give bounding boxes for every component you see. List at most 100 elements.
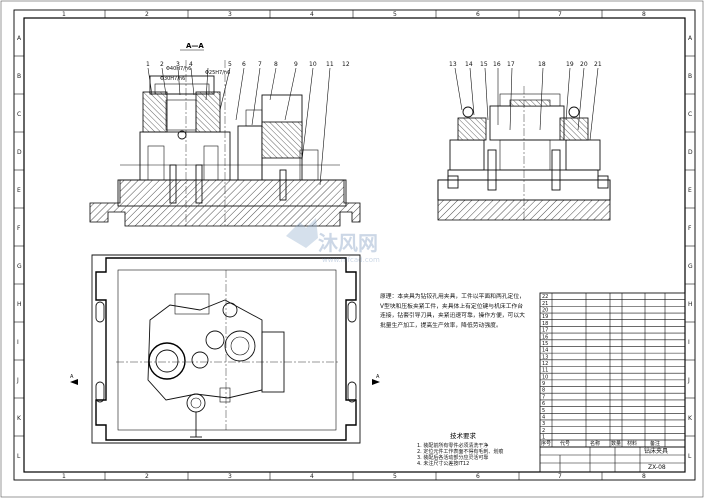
zone-side-label: I [17, 339, 19, 346]
zone-bottom-label: 4 [310, 473, 314, 480]
bom-row-number: 10 [542, 374, 548, 380]
frame-border [23, 17, 686, 473]
svg-text:A: A [376, 374, 380, 380]
zone-bottom-label: 8 [642, 473, 646, 480]
part-balloon: 3 [176, 61, 180, 68]
bom-row-number: 15 [542, 341, 548, 347]
side-view: 13 14 15 16 17 18 19 20 21 [437, 61, 611, 222]
bom-row-number: 11 [542, 368, 548, 374]
zone-side-label: H [688, 301, 693, 308]
part-balloon: 11 [326, 61, 334, 68]
zone-bottom-label: 5 [393, 473, 397, 480]
title-block: 钻床夹具 ZX-08 [539, 446, 686, 473]
zone-side-label: G [17, 263, 22, 270]
zone-side-label: L [688, 453, 692, 460]
zone-side-label: E [17, 187, 21, 194]
zone-side-label: A [688, 35, 693, 42]
part-balloon: 15 [480, 61, 488, 68]
tech-item: 3. 装配后各活动部分应灵活可靠 [417, 454, 488, 461]
bom-header-cell: 备注 [650, 440, 660, 447]
part-balloon: 19 [566, 61, 574, 68]
bom-row-number: 18 [542, 321, 548, 327]
bom-row-number: 1 [542, 435, 545, 441]
bom-header-cell: 材料 [627, 440, 637, 447]
zone-top-label: 4 [310, 11, 314, 18]
part-balloon: 5 [228, 61, 232, 68]
title-name: 钻床夹具 [644, 447, 668, 455]
zone-side-label: K [688, 415, 693, 422]
zone-ticks [14, 10, 695, 480]
tech-item: 4. 未注尺寸公差按IT12 [417, 460, 469, 467]
fit-tolerance: Φ40H7/h6 [166, 66, 191, 72]
bom-row-number: 5 [542, 408, 545, 414]
bom-row-number: 8 [542, 388, 545, 394]
zone-top-label: 5 [393, 11, 397, 18]
zone-top-label: 6 [476, 11, 480, 18]
principle-notes: 原理：本夹具为钻铰孔用夹具，工件以平面和两孔定位，V型块和压板夹紧工件，夹具体上… [380, 294, 525, 329]
tech-item: 1. 装配前所有零件必须清洗干净 [417, 442, 488, 449]
part-balloon: 17 [507, 61, 515, 68]
zone-labels-side: A B C D E F G H I J K L A B C D E F G H … [16, 35, 693, 460]
part-balloon: 16 [493, 61, 501, 68]
zone-top-label: 7 [558, 11, 562, 18]
part-balloon: 13 [449, 61, 457, 68]
zone-labels-top: 1 2 3 4 5 6 7 8 1 2 3 4 5 6 7 8 [62, 11, 646, 480]
zone-bottom-label: 6 [476, 473, 480, 480]
zone-side-label: C [17, 111, 21, 118]
zone-side-label: J [16, 377, 19, 384]
watermark: 沐风网 www.mfcad.com [286, 218, 380, 264]
plan-view: A A [70, 254, 380, 444]
tech-item: 2. 定位元件工作表面不得有毛刺、划痕 [417, 448, 503, 455]
zone-top-label: 1 [62, 11, 66, 18]
zone-top-label: 2 [145, 11, 149, 18]
zone-side-label: B [688, 73, 692, 80]
balloons-side: 13 14 15 16 17 18 19 20 21 [449, 61, 602, 68]
bom-header-cell: 序号 [541, 440, 551, 447]
bom-row-number: 13 [542, 354, 548, 360]
svg-text:A: A [70, 374, 74, 380]
bom-header-cell: 名称 [590, 440, 600, 447]
part-balloon: 12 [342, 61, 350, 68]
balloons-front: 1 2 3 4 5 6 7 8 9 10 11 12 [146, 61, 350, 68]
zone-side-label: I [688, 339, 690, 346]
inner-border [13, 9, 696, 481]
bom-row-number: 6 [542, 401, 545, 407]
zone-side-label: C [688, 111, 692, 118]
drawing-number: ZX-08 [648, 464, 666, 471]
bom-row-number: 21 [542, 301, 548, 307]
principle-notes-box: 原理：本夹具为钻铰孔用夹具，工件以平面和两孔定位，V型块和压板夹紧工件，夹具体上… [380, 294, 525, 329]
part-balloon: 9 [294, 61, 298, 68]
zone-side-label: K [17, 415, 22, 422]
part-balloon: 7 [258, 61, 262, 68]
bom-row-number: 2 [542, 428, 545, 434]
technical-requirements: 技术要求 1. 装配前所有零件必须清洗干净 2. 定位元件工作表面不得有毛刺、划… [417, 431, 503, 467]
bom-header-cell: 数量 [611, 440, 621, 447]
fit-tolerance: Φ25H7/n6 [205, 70, 230, 76]
section-label: A—A [186, 42, 204, 50]
bom-row-number: 17 [542, 328, 548, 334]
zone-bottom-label: 1 [62, 473, 66, 480]
part-balloon: 10 [309, 61, 317, 68]
zone-side-label: D [688, 149, 693, 156]
zone-bottom-label: 7 [558, 473, 562, 480]
zone-side-label: H [17, 301, 22, 308]
part-balloon: 4 [189, 61, 193, 68]
front-section-view: A—A Φ40H7/h6 Φ30H7/h6 Φ25H7/n6 [89, 42, 361, 227]
fit-tolerance: Φ30H7/h6 [160, 76, 185, 82]
zone-side-label: F [688, 225, 692, 232]
watermark-logo-icon [286, 218, 318, 248]
bom-row-number: 3 [542, 421, 545, 427]
zone-side-label: L [17, 453, 21, 460]
zone-side-label: A [17, 35, 22, 42]
zone-side-label: D [17, 149, 22, 156]
part-balloon: 21 [594, 61, 602, 68]
zone-side-label: G [688, 263, 693, 270]
bom-row-number: 4 [542, 414, 545, 420]
bom-row-number: 9 [542, 381, 545, 387]
bom-row-number: 19 [542, 314, 548, 320]
bom-row-number: 7 [542, 394, 545, 400]
zone-bottom-label: 2 [145, 473, 149, 480]
zone-side-label: B [17, 73, 21, 80]
